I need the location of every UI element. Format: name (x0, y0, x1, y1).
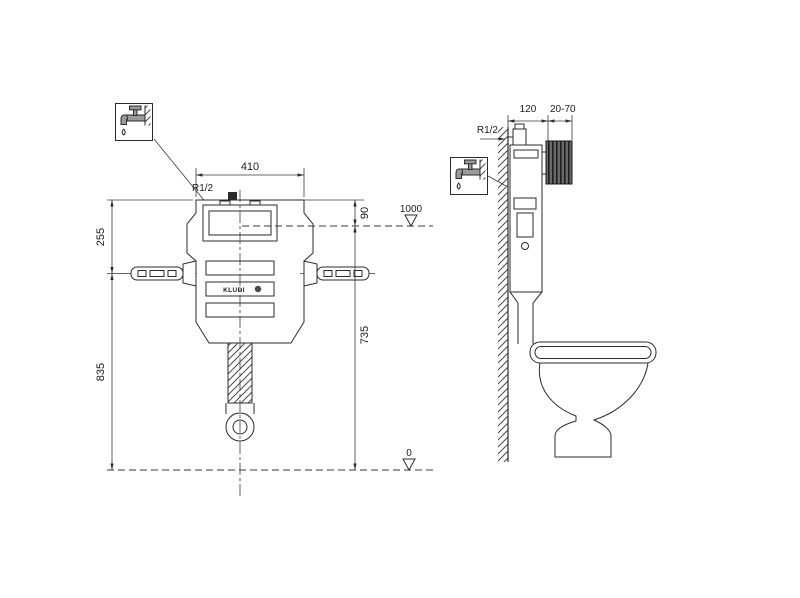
front-view: 410 R1/2 KLUDI (95, 103, 433, 496)
dimension-depth: 120 20-70 (507, 104, 576, 142)
level-label-1000: 1000 (400, 204, 423, 215)
water-supply-icon (450, 157, 488, 195)
water-supply-icon (114, 103, 154, 141)
leader-line (487, 175, 507, 187)
inlet-label-side: R1/2 (477, 125, 499, 136)
mounting-bracket-left (122, 260, 200, 287)
level-marker-1000: 1000 (242, 204, 433, 228)
dim-label-735: 735 (359, 326, 371, 344)
toilet-bowl (529, 341, 657, 458)
dimension-right-column: 90 735 (304, 199, 371, 470)
toilet-seat (529, 341, 657, 364)
mounting-bracket-right (300, 260, 378, 287)
cistern-front-outline: KLUDI (186, 192, 314, 344)
brand-logo-icon (254, 285, 262, 293)
triangle-down-icon (404, 214, 418, 228)
actuator-plate (545, 140, 573, 185)
level-label-0: 0 (406, 448, 412, 459)
dim-label-255: 255 (95, 228, 107, 246)
level-marker-0: 0 (107, 448, 433, 472)
inlet-valve (508, 123, 527, 146)
dim-label-120: 120 (520, 104, 537, 115)
triangle-down-icon (402, 458, 416, 472)
inlet-label-front: R1/2 (192, 183, 214, 194)
flush-mechanism (513, 197, 537, 210)
dimension-left-column: 255 835 (95, 199, 193, 470)
dim-label-20-70: 20-70 (550, 104, 576, 115)
flush-bend (509, 291, 543, 344)
cistern-side-outline (509, 144, 547, 293)
actuator-stem (541, 151, 547, 175)
side-view: 120 20-70 R1/2 (450, 104, 657, 462)
dim-label-835: 835 (95, 363, 107, 381)
dim-label-90: 90 (359, 207, 371, 219)
dim-label-410: 410 (241, 161, 259, 173)
inlet-fitting (228, 192, 237, 200)
dimension-top-width: 410 (195, 161, 305, 197)
leader-line (153, 138, 208, 205)
toilet-pedestal (538, 362, 649, 458)
wall-section (498, 127, 509, 462)
brand-label: KLUDI (223, 287, 245, 294)
